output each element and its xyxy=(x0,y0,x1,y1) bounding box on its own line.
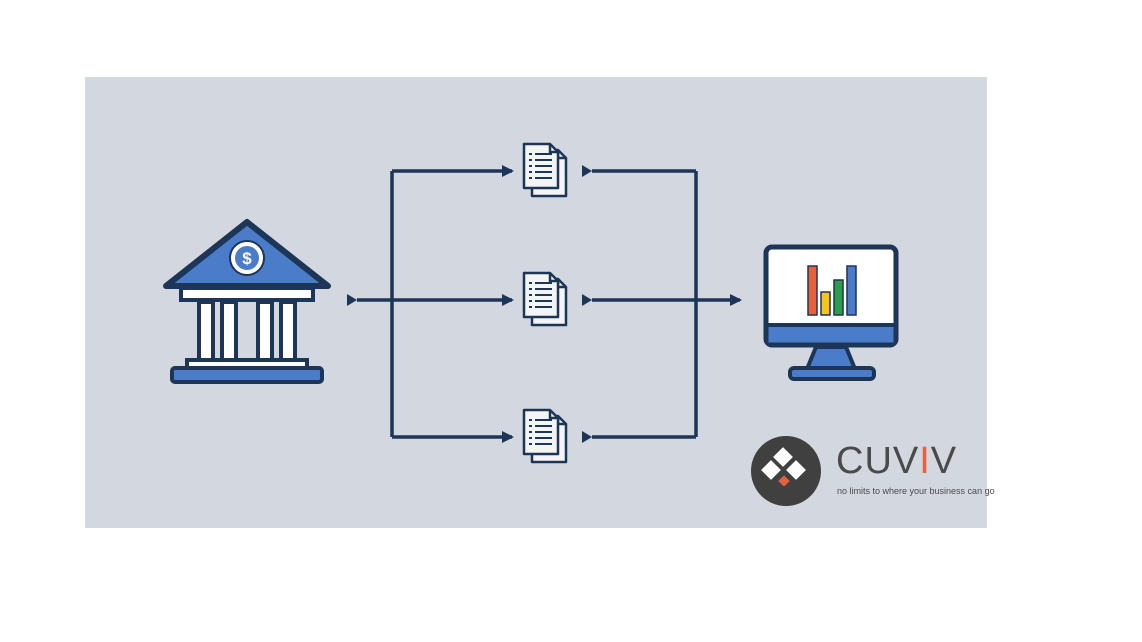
monitor-chart-icon xyxy=(763,244,899,381)
dollar-symbol: $ xyxy=(242,249,252,268)
doc-top-tail-marker xyxy=(582,165,592,177)
brand-name-prefix: CUV xyxy=(836,440,920,482)
monitor-bar-2 xyxy=(820,291,831,316)
doc-bottom-tail-marker xyxy=(582,431,592,443)
cuviv-logo-icon xyxy=(751,436,821,506)
brand-name-suffix: V xyxy=(930,440,958,482)
document-stack-middle xyxy=(522,271,568,327)
monitor-bar-4 xyxy=(846,265,857,316)
brand-name-accent: I xyxy=(919,440,931,482)
input-tail-marker xyxy=(347,294,357,306)
monitor-bar-1 xyxy=(807,265,818,316)
cuviv-brand: CUVIV no limits to where your business c… xyxy=(750,436,995,506)
document-stack-bottom xyxy=(522,408,568,464)
brand-name: CUVIV xyxy=(836,442,957,480)
monitor-bar-3 xyxy=(833,279,844,316)
document-stack-top xyxy=(522,142,568,198)
brand-tagline: no limits to where your business can go xyxy=(837,486,995,496)
bank-icon: $ xyxy=(163,219,331,384)
connectors xyxy=(347,165,742,443)
doc-middle-tail-marker xyxy=(582,294,592,306)
